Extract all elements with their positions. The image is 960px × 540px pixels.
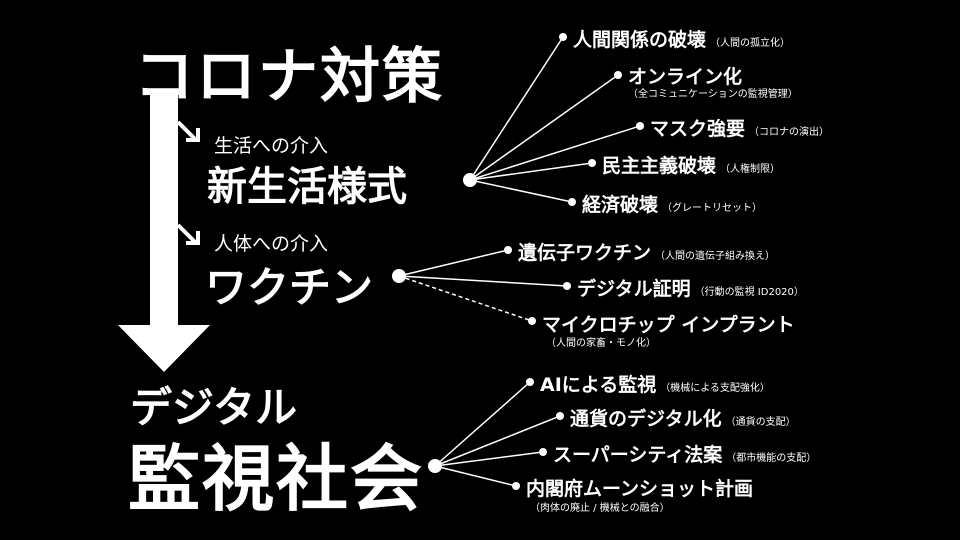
result-heading-line2: 監視社会 bbox=[128, 437, 425, 521]
branch1-item-2-note: （全コミュニケーションの監視管理） bbox=[628, 89, 798, 100]
item-label: 通貨のデジタル化 bbox=[570, 408, 722, 430]
branch1-item-2: オンライン化 bbox=[628, 62, 742, 89]
node-result bbox=[428, 459, 442, 473]
branch1-item-5: 経済破壊（グレートリセット） bbox=[582, 190, 762, 217]
item-note: （人間の孤立化） bbox=[710, 38, 791, 49]
result-item-2: 通貨のデジタル化（通貨の支配） bbox=[570, 404, 796, 431]
branch2-item-3: マイクロチップ インプラント bbox=[542, 310, 795, 337]
item-note: （人権制限） bbox=[720, 164, 781, 175]
item-label: マスク強要 bbox=[650, 118, 746, 140]
item-label: マイクロチップ インプラント bbox=[542, 314, 795, 336]
item-note: （機械による支配強化） bbox=[660, 383, 770, 394]
item-label: スーパーシティ法案 bbox=[553, 444, 723, 466]
result-item-4: 内閣府ムーンショット計画 bbox=[526, 474, 753, 501]
result-heading-line1: デジタル bbox=[130, 383, 298, 432]
item-note: （通貨の支配） bbox=[725, 417, 796, 428]
sub-label-1: 生活への介入 bbox=[214, 135, 329, 157]
item-label: 内閣府ムーンショット計画 bbox=[526, 478, 754, 500]
branch1-item-3: マスク強要（コロナの演出） bbox=[650, 114, 829, 141]
item-label: AIによる監視 bbox=[540, 374, 657, 396]
item-label: 民主主義破壊 bbox=[602, 155, 717, 177]
item-label: デジタル証明 bbox=[577, 278, 691, 300]
item-label: 経済破壊 bbox=[582, 194, 659, 216]
branch2-heading: ワクチン bbox=[205, 263, 374, 312]
item-note: （都市機能の支配） bbox=[726, 453, 817, 464]
item-label: オンライン化 bbox=[628, 66, 743, 88]
branch2-item-1: 遺伝子ワクチン（人間の遺伝子組み換え） bbox=[518, 238, 775, 265]
node-branch1 bbox=[463, 173, 477, 187]
branch1-item-4: 民主主義破壊（人権制限） bbox=[602, 151, 780, 178]
result-item-3: スーパーシティ法案（都市機能の支配） bbox=[553, 440, 816, 467]
main-title: コロナ対策 bbox=[134, 42, 444, 112]
result-item-1: AIによる監視（機械による支配強化） bbox=[540, 370, 770, 397]
item-note: （グレートリセット） bbox=[662, 203, 763, 214]
branch2-item-3-note: （人間の家畜・モノ化） bbox=[546, 338, 656, 349]
node-branch2 bbox=[392, 269, 406, 283]
item-note: （コロナの演出） bbox=[749, 127, 830, 138]
item-label: 遺伝子ワクチン bbox=[518, 242, 652, 264]
sub-label-2: 人体への介入 bbox=[214, 233, 329, 255]
small-arrow-1 bbox=[176, 120, 200, 142]
down-arrow bbox=[118, 95, 210, 372]
item-label: 人間関係の破壊 bbox=[573, 29, 707, 51]
result-item-4-note: （肉体の廃止 / 機械との融合） bbox=[530, 503, 670, 514]
small-arrow-2 bbox=[176, 223, 200, 245]
branch1-item-1: 人間関係の破壊（人間の孤立化） bbox=[573, 25, 790, 52]
branch2-item-2: デジタル証明（行動の監視 ID2020） bbox=[577, 274, 804, 301]
item-note: （行動の監視 ID2020） bbox=[694, 287, 804, 298]
item-note: （人間の遺伝子組み換え） bbox=[655, 251, 776, 262]
branch1-heading: 新生活様式 bbox=[207, 164, 407, 210]
